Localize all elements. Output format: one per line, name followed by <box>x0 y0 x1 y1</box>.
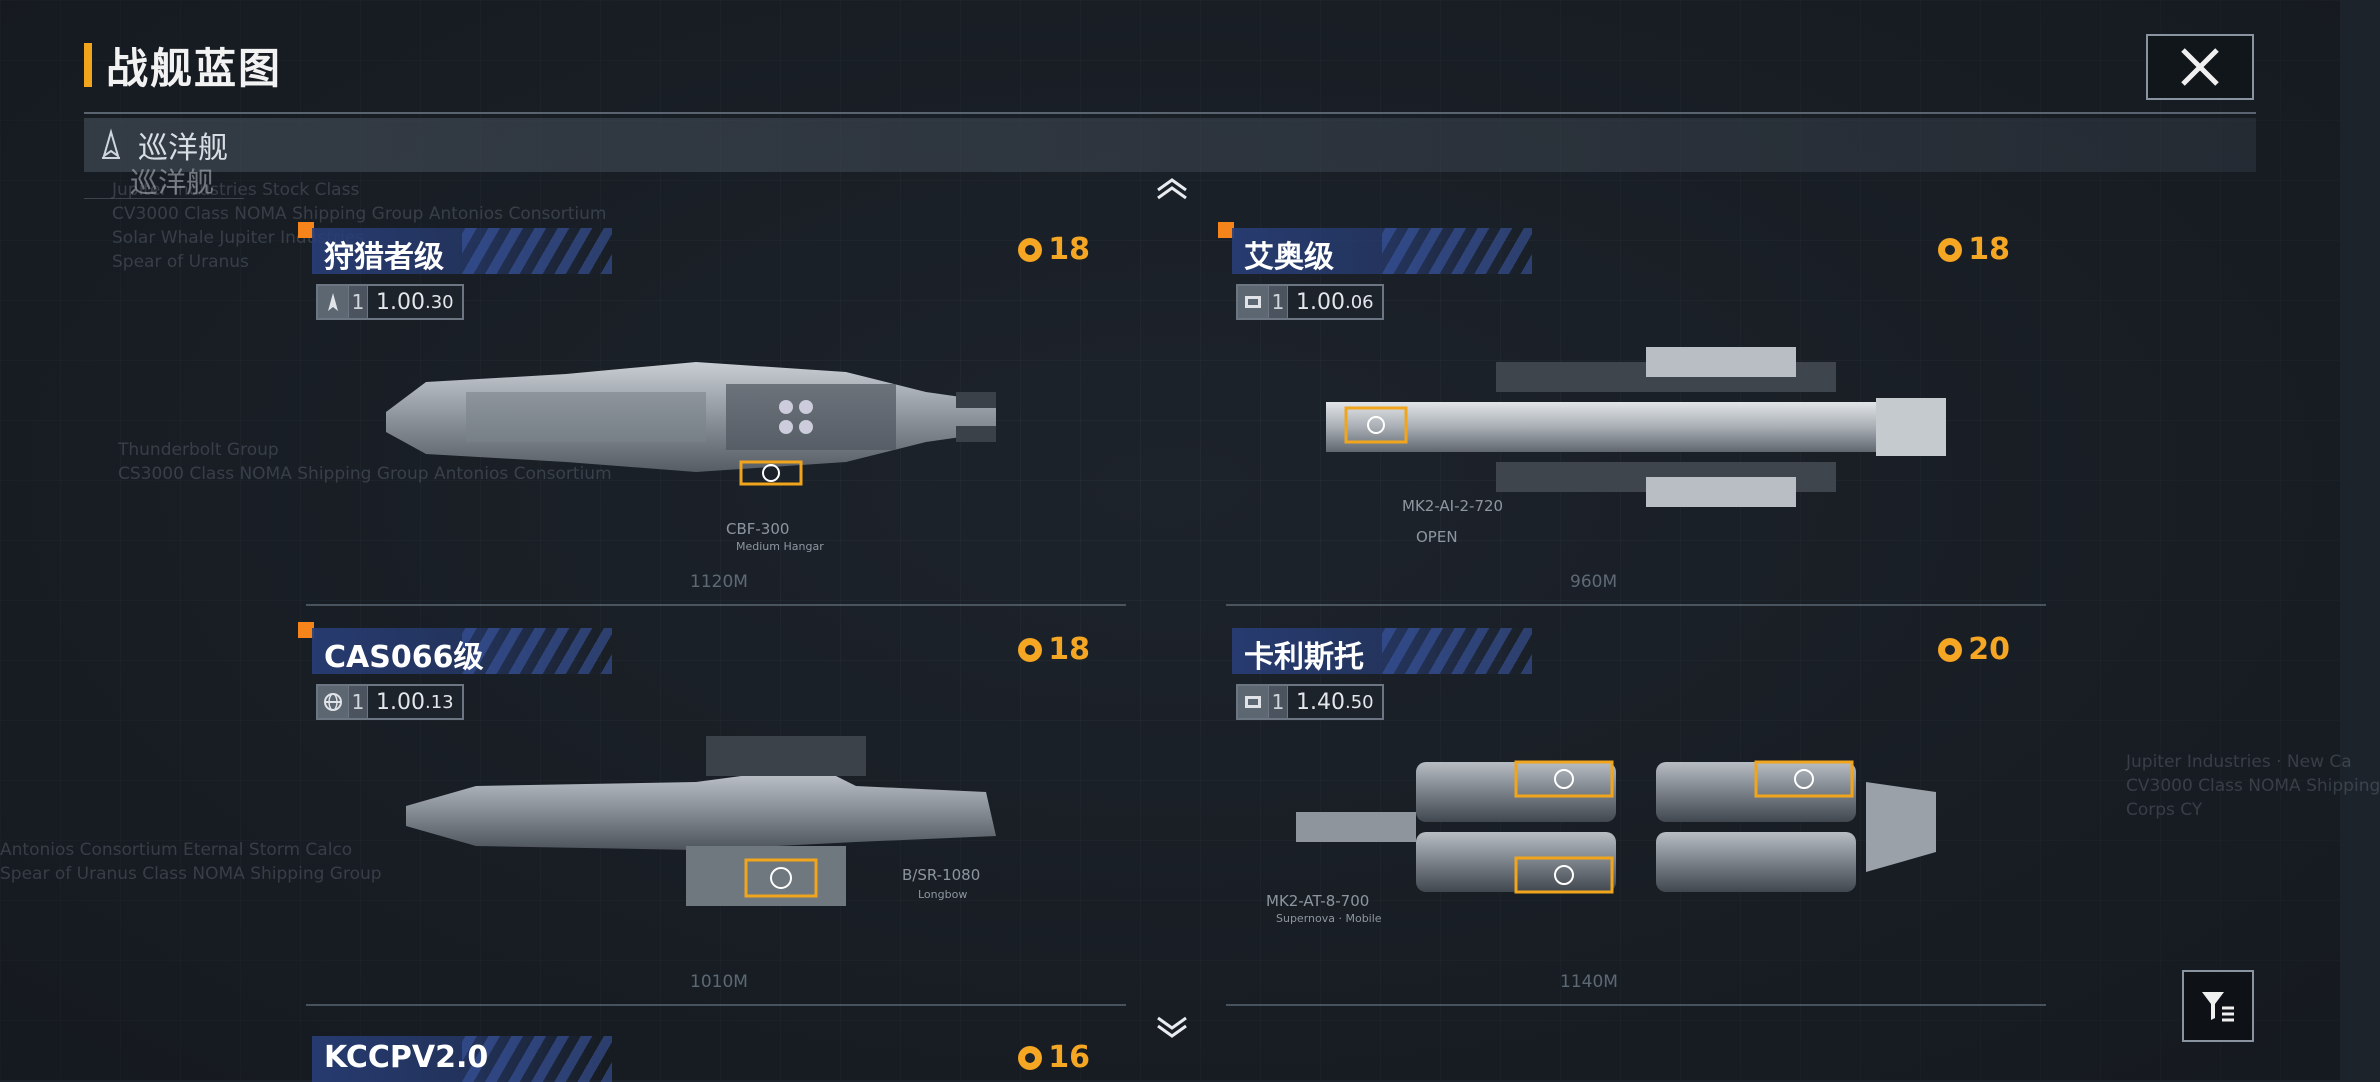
stat-main: 1.00 <box>1296 289 1345 315</box>
stat-main: 1.00 <box>376 289 425 315</box>
ship-blueprint-image <box>396 726 1036 916</box>
blueprint-cost: 18 <box>1016 232 1090 267</box>
blueprint-token-icon <box>1938 637 1963 662</box>
ship-length: 1010M <box>690 972 748 992</box>
hardpoint-label: MK2-AT-8-700 <box>1266 892 1370 910</box>
card-name-plate: CAS066级 <box>312 628 612 675</box>
background-lore-text: Thunderbolt Group CS3000 Class NOMA Ship… <box>118 440 612 484</box>
card-name-plate: 卡利斯托 <box>1232 628 1532 675</box>
length-ruler <box>306 604 1126 606</box>
close-icon <box>2181 48 2219 86</box>
title-accent <box>84 43 92 87</box>
ship-length: 960M <box>1570 572 1618 592</box>
length-ruler <box>1226 1004 2046 1006</box>
hardpoint-sub-label: Supernova · Mobile <box>1276 912 1382 925</box>
chevron-down-icon[interactable] <box>1154 1016 1190 1040</box>
ship-blueprint-image <box>1296 732 1936 922</box>
cost-value: 18 <box>1968 232 2010 267</box>
hardpoint-label: B/SR-1080 <box>902 866 981 884</box>
header-divider <box>84 112 2256 114</box>
blueprint-card[interactable]: 艾奥级 18 1 1.00.06 <box>1218 222 2046 612</box>
blueprint-card[interactable]: CAS066级 18 1 1.00.13 B/SR-1080 <box>298 622 1126 1012</box>
hardpoint-label: CBF-300 <box>726 520 790 538</box>
filter-icon <box>2202 992 2234 1022</box>
ship-name: KCCPV2.0 <box>324 1040 489 1075</box>
chevron-up-icon[interactable] <box>1154 176 1190 200</box>
ship-tier: 1 <box>1268 286 1287 318</box>
category-label: 巡洋舰 <box>138 131 228 166</box>
blueprint-cost: 18 <box>1016 632 1090 667</box>
hardpoint-sub-label: OPEN <box>1416 528 1458 546</box>
length-ruler <box>1226 604 2046 606</box>
ship-name: 艾奥级 <box>1244 240 1334 275</box>
category-ghost-text: 巡洋舰 <box>130 166 215 199</box>
stat-main: 1.00 <box>376 689 425 715</box>
globe-icon <box>318 686 348 718</box>
ship-tier: 1 <box>348 686 367 718</box>
blueprint-cost: 18 <box>1936 232 2010 267</box>
carrier-icon <box>1238 686 1268 718</box>
hardpoint-sub-label: Longbow <box>918 888 968 901</box>
card-name-plate: 狩猎者级 <box>312 228 612 275</box>
card-name-plate: 艾奥级 <box>1232 228 1532 275</box>
cost-value: 18 <box>1048 232 1090 267</box>
ship-tier: 1 <box>348 286 367 318</box>
hardpoint-label: MK2-AI-2-720 <box>1402 497 1504 515</box>
ship-name: 狩猎者级 <box>324 240 444 275</box>
blueprint-card[interactable]: 卡利斯托 20 1 1.40.50 <box>1226 622 2046 1012</box>
new-marker <box>298 622 314 638</box>
blueprint-token-icon <box>1018 237 1043 262</box>
cost-value: 16 <box>1048 1040 1090 1075</box>
ship-stat-value: 1.00.30 <box>367 286 462 318</box>
ship-stats: 1 1.00.06 <box>1236 284 1384 320</box>
stat-sub: .06 <box>1344 291 1374 313</box>
new-marker <box>1218 222 1234 238</box>
frigate-icon <box>318 286 348 318</box>
blueprint-token-icon <box>1018 637 1043 662</box>
category-tab-cruiser[interactable]: 巡洋舰 <box>84 118 2256 172</box>
page-header: 战舰蓝图 <box>84 40 282 93</box>
ship-length: 1120M <box>690 572 748 592</box>
cruiser-icon <box>102 128 120 159</box>
ship-stats: 1 1.40.50 <box>1236 684 1384 720</box>
background-lore-text: Jupiter Industries Stock Class CV3000 Cl… <box>112 180 607 272</box>
cost-value: 18 <box>1048 632 1090 667</box>
ship-stats: 1 1.00.30 <box>316 284 464 320</box>
stat-sub: .30 <box>424 291 454 313</box>
stat-sub: .13 <box>424 691 454 713</box>
blueprint-card[interactable]: 狩猎者级 18 1 1.00.30 <box>298 222 1126 612</box>
ship-blueprint-image <box>366 322 1006 512</box>
blueprint-card[interactable]: KCCPV2.0 16 <box>306 1030 1126 1082</box>
background-lore-text: Antonios Consortium Eternal Storm Calco … <box>0 840 382 884</box>
stat-main: 1.40 <box>1296 689 1345 715</box>
close-button[interactable] <box>2146 34 2254 100</box>
ship-name: 卡利斯托 <box>1244 640 1364 675</box>
ship-name: CAS066级 <box>324 640 484 675</box>
ship-tier: 1 <box>1268 686 1287 718</box>
ship-length: 1140M <box>1560 972 1618 992</box>
cost-value: 20 <box>1968 632 2010 667</box>
background-lore-text: Jupiter Industries · New Ca CV3000 Class… <box>2126 752 2380 820</box>
card-name-plate: KCCPV2.0 <box>312 1036 612 1082</box>
hardpoint-sub-label: Medium Hangar <box>736 540 824 553</box>
new-marker <box>298 222 314 238</box>
blueprint-cost: 20 <box>1936 632 2010 667</box>
filter-button[interactable] <box>2182 970 2254 1042</box>
carrier-icon <box>1238 286 1268 318</box>
ship-stats: 1 1.00.13 <box>316 684 464 720</box>
ship-stat-value: 1.00.13 <box>367 686 462 718</box>
length-ruler <box>306 1004 1126 1006</box>
ship-blueprint-image <box>1316 322 1956 512</box>
blueprint-token-icon <box>1938 237 1963 262</box>
category-ghost-label: 巡洋舰 <box>84 164 244 199</box>
ship-stat-value: 1.00.06 <box>1287 286 1382 318</box>
blueprint-token-icon <box>1018 1045 1043 1070</box>
stat-sub: .50 <box>1344 691 1374 713</box>
page-title: 战舰蓝图 <box>106 43 283 93</box>
ship-stat-value: 1.40.50 <box>1287 686 1382 718</box>
blueprint-cost: 16 <box>1016 1040 1090 1075</box>
